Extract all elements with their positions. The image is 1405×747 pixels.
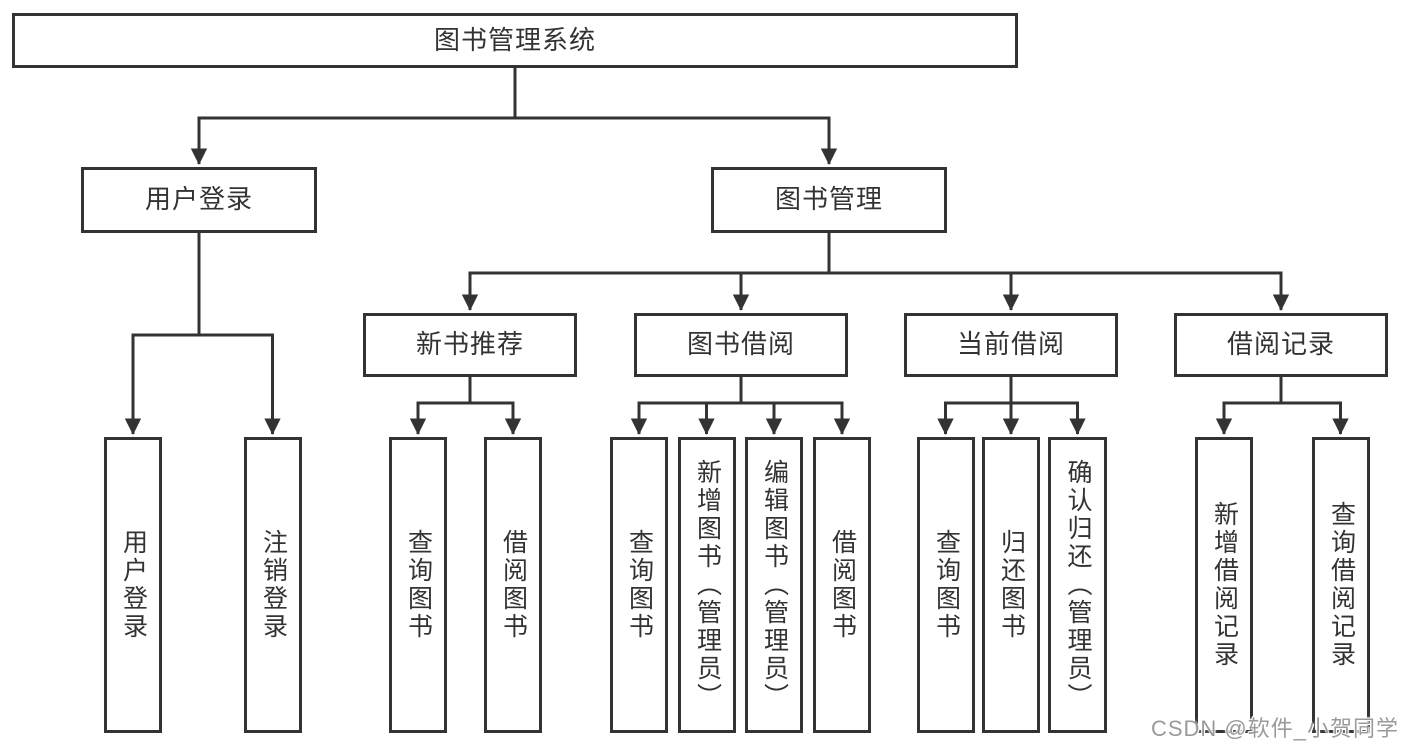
leaf-add-borrow-record: 新增借阅记录 [1195,437,1253,733]
leaf-return-books: 归还图书 [982,437,1040,733]
node-user-login: 用户登录 [81,167,317,233]
node-current-borrow: 当前借阅 [904,313,1118,377]
leaf-confirm-return-admin: 确认归还（管理员） [1048,437,1107,733]
leaf-borrow-books: 借阅图书 [813,437,871,733]
leaf-logout: 注销登录 [244,437,302,733]
node-book-borrow: 图书借阅 [634,313,848,377]
node-book-management: 图书管理 [711,167,947,233]
leaf-edit-books-admin: 编辑图书（管理员） [745,437,803,733]
leaf-recommend-query-books: 查询图书 [389,437,447,733]
leaf-current-query-books: 查询图书 [917,437,975,733]
node-new-book-recommend: 新书推荐 [363,313,577,377]
node-borrow-records: 借阅记录 [1174,313,1388,377]
leaf-add-books-admin: 新增图书（管理员） [678,437,736,733]
leaf-recommend-borrow-books: 借阅图书 [484,437,542,733]
node-root-library-system: 图书管理系统 [12,13,1018,68]
leaf-user-login: 用户登录 [104,437,162,733]
leaf-query-borrow-record: 查询借阅记录 [1312,437,1370,733]
leaf-borrow-query-books: 查询图书 [610,437,668,733]
csdn-watermark: CSDN @软件_小贺同学 [1150,716,1399,741]
